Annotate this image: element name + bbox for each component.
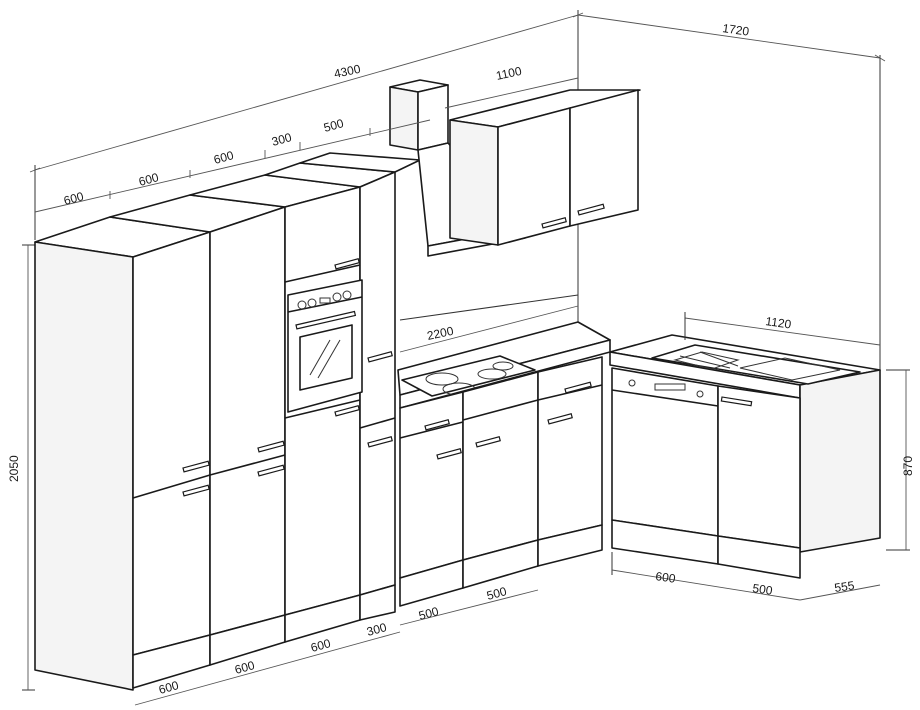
wall-cabinets bbox=[449, 89, 641, 246]
dim-bottom-width-6: 500 bbox=[485, 584, 508, 603]
dim-bottom-width-1: 600 bbox=[157, 678, 180, 697]
dim-wall-cabinet-width: 1100 bbox=[495, 64, 523, 83]
dim-base-height: 870 bbox=[901, 456, 915, 476]
dim-overall-width: 4300 bbox=[333, 62, 362, 81]
guide-lines bbox=[22, 10, 910, 691]
dim-dishwasher-width: 600 bbox=[655, 569, 677, 586]
base-run-hob bbox=[397, 321, 611, 607]
sink-return bbox=[609, 334, 881, 579]
dim-top-width-5: 500 bbox=[322, 116, 345, 135]
dimension-labels: 4300 1720 1100 600 600 600 300 500 2200 … bbox=[7, 21, 915, 697]
dim-sink-unit-length: 1120 bbox=[765, 314, 793, 332]
dim-top-width-3: 600 bbox=[212, 148, 235, 167]
oven bbox=[287, 279, 363, 413]
dim-bottom-width-5: 500 bbox=[417, 604, 440, 623]
dimension-lines bbox=[27, 12, 907, 706]
dim-bottom-width-4: 300 bbox=[365, 620, 388, 639]
dim-total-height: 2050 bbox=[7, 455, 21, 482]
dim-top-width-2: 600 bbox=[137, 170, 160, 189]
dim-counter-length: 2200 bbox=[426, 324, 455, 343]
dim-top-width-1: 600 bbox=[62, 189, 85, 208]
dim-depth: 555 bbox=[833, 578, 855, 595]
dim-right-wall-width: 1720 bbox=[722, 21, 751, 39]
dim-top-width-4: 300 bbox=[270, 130, 293, 149]
tall-cabinet-row bbox=[34, 152, 421, 691]
dim-bottom-width-2: 600 bbox=[233, 658, 256, 677]
dim-sink-cabinet-width: 500 bbox=[752, 581, 774, 598]
dim-bottom-width-3: 600 bbox=[309, 636, 332, 655]
